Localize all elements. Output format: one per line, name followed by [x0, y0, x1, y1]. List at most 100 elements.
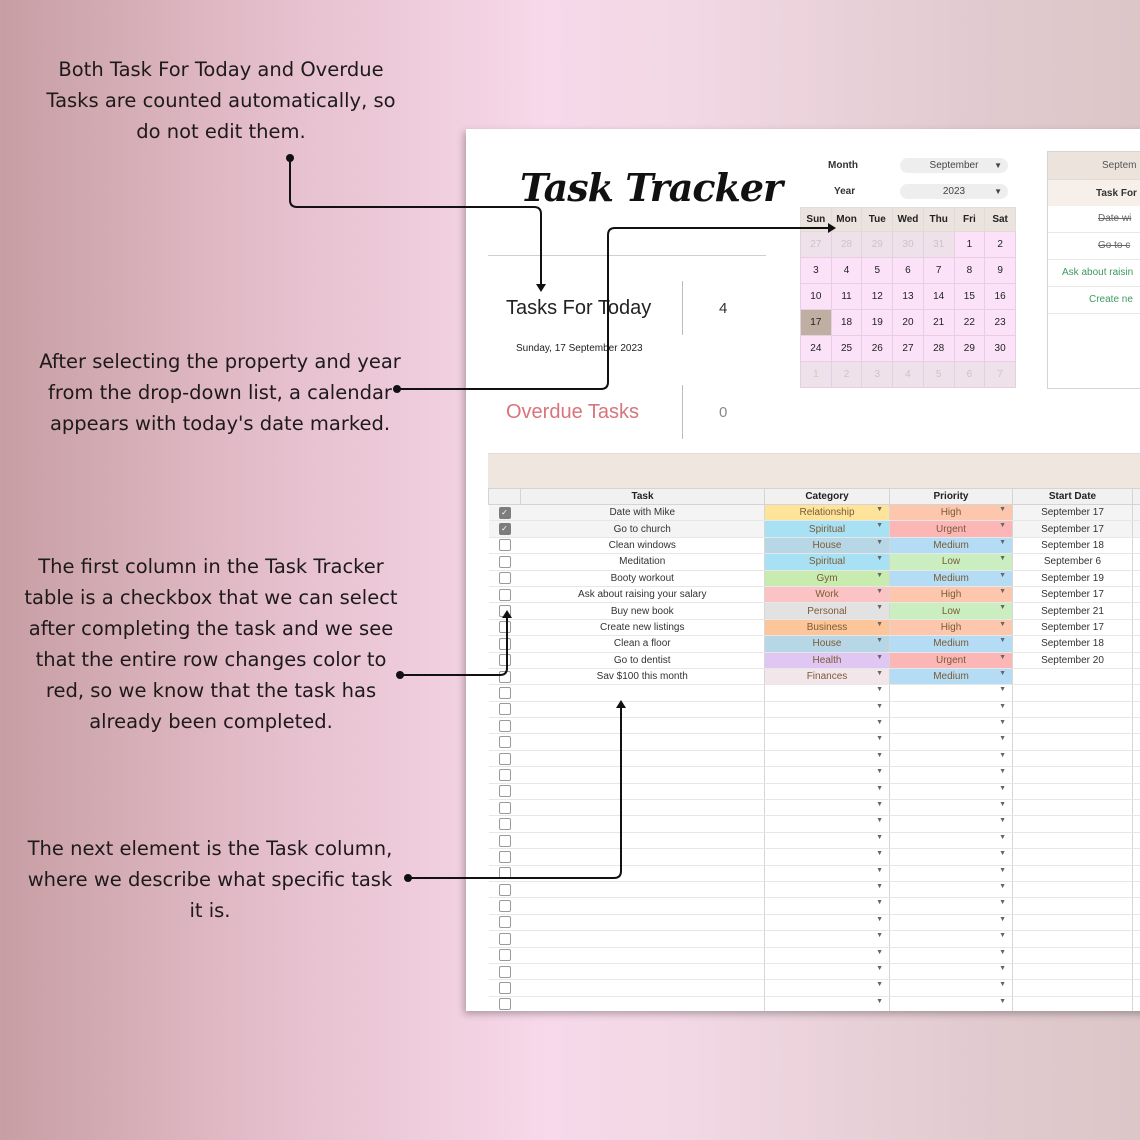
done-checkbox[interactable] — [498, 818, 511, 831]
next-column-cell[interactable] — [1132, 996, 1140, 1011]
start-date-cell[interactable]: September 17 — [1012, 504, 1133, 522]
category-dropdown[interactable]: Finances▼ — [764, 668, 890, 686]
start-date-cell[interactable] — [1012, 668, 1133, 686]
next-column-cell[interactable] — [1132, 504, 1140, 522]
task-cell[interactable] — [520, 947, 765, 964]
start-date-cell[interactable] — [1012, 848, 1133, 866]
done-checkbox[interactable] — [498, 572, 511, 585]
done-checkbox[interactable]: ✓ — [498, 523, 511, 536]
done-checkbox[interactable] — [498, 736, 511, 749]
next-column-cell[interactable] — [1132, 537, 1140, 555]
next-column-cell[interactable] — [1132, 914, 1140, 932]
next-column-cell[interactable] — [1132, 553, 1140, 571]
priority-dropdown[interactable]: Urgent▼ — [889, 652, 1013, 669]
priority-dropdown[interactable]: ▼ — [889, 865, 1013, 882]
next-column-cell[interactable] — [1132, 930, 1140, 948]
priority-dropdown[interactable]: ▼ — [889, 947, 1013, 964]
priority-dropdown[interactable]: ▼ — [889, 996, 1013, 1011]
done-checkbox[interactable] — [498, 965, 511, 978]
year-dropdown[interactable]: 2023 ▼ — [900, 184, 1008, 199]
priority-dropdown[interactable]: ▼ — [889, 881, 1013, 899]
priority-dropdown[interactable]: ▼ — [889, 979, 1013, 997]
priority-dropdown[interactable]: ▼ — [889, 750, 1013, 768]
task-cell[interactable] — [520, 799, 765, 817]
priority-dropdown[interactable]: Low▼ — [889, 553, 1013, 571]
priority-dropdown[interactable]: ▼ — [889, 717, 1013, 735]
next-column-cell[interactable] — [1132, 586, 1140, 604]
task-cell[interactable] — [520, 684, 765, 702]
category-dropdown[interactable]: Relationship▼ — [764, 504, 890, 522]
priority-dropdown[interactable]: Medium▼ — [889, 668, 1013, 686]
done-checkbox[interactable] — [498, 654, 511, 667]
task-cell[interactable] — [520, 701, 765, 719]
priority-dropdown[interactable]: ▼ — [889, 799, 1013, 817]
done-checkbox[interactable] — [498, 900, 511, 913]
start-date-cell[interactable]: September 21 — [1012, 602, 1133, 620]
task-cell[interactable]: Booty workout — [520, 570, 765, 587]
category-dropdown[interactable]: ▼ — [764, 684, 890, 702]
task-cell[interactable] — [520, 766, 765, 784]
task-cell[interactable] — [520, 717, 765, 735]
category-dropdown[interactable]: ▼ — [764, 832, 890, 850]
next-column-cell[interactable] — [1132, 897, 1140, 915]
start-date-cell[interactable] — [1012, 799, 1133, 817]
start-date-cell[interactable] — [1012, 914, 1133, 932]
start-date-cell[interactable] — [1012, 815, 1133, 833]
category-dropdown[interactable]: Spiritual▼ — [764, 553, 890, 571]
next-column-cell[interactable] — [1132, 799, 1140, 817]
start-date-cell[interactable] — [1012, 963, 1133, 981]
start-date-cell[interactable]: September 6 — [1012, 553, 1133, 571]
priority-dropdown[interactable]: Low▼ — [889, 602, 1013, 620]
done-checkbox[interactable] — [498, 834, 511, 847]
category-dropdown[interactable]: ▼ — [764, 701, 890, 719]
start-date-cell[interactable] — [1012, 881, 1133, 899]
start-date-cell[interactable] — [1012, 783, 1133, 801]
next-column-cell[interactable] — [1132, 848, 1140, 866]
start-date-cell[interactable]: September 17 — [1012, 586, 1133, 604]
next-column-cell[interactable] — [1132, 783, 1140, 801]
done-checkbox[interactable] — [498, 867, 511, 880]
next-column-cell[interactable] — [1132, 963, 1140, 981]
start-date-cell[interactable]: September 19 — [1012, 570, 1133, 587]
task-cell[interactable]: Create new listings — [520, 619, 765, 637]
category-dropdown[interactable]: Spiritual▼ — [764, 520, 890, 538]
start-date-cell[interactable] — [1012, 979, 1133, 997]
priority-dropdown[interactable]: High▼ — [889, 586, 1013, 604]
priority-dropdown[interactable]: ▼ — [889, 701, 1013, 719]
start-date-cell[interactable]: September 18 — [1012, 537, 1133, 555]
done-checkbox[interactable] — [498, 670, 511, 683]
priority-dropdown[interactable]: ▼ — [889, 930, 1013, 948]
task-cell[interactable] — [520, 930, 765, 948]
task-cell[interactable]: Clean a floor — [520, 635, 765, 653]
next-column-cell[interactable] — [1132, 619, 1140, 637]
task-cell[interactable]: Buy new book — [520, 602, 765, 620]
next-column-cell[interactable] — [1132, 520, 1140, 538]
next-column-cell[interactable] — [1132, 701, 1140, 719]
category-dropdown[interactable]: ▼ — [764, 865, 890, 882]
task-cell[interactable] — [520, 865, 765, 882]
done-checkbox[interactable] — [498, 916, 511, 929]
done-checkbox[interactable] — [498, 801, 511, 814]
done-checkbox[interactable] — [498, 998, 511, 1011]
category-dropdown[interactable]: ▼ — [764, 815, 890, 833]
task-cell[interactable] — [520, 733, 765, 751]
next-column-cell[interactable] — [1132, 947, 1140, 964]
next-column-cell[interactable] — [1132, 684, 1140, 702]
task-cell[interactable]: Ask about raising your salary — [520, 586, 765, 604]
start-date-cell[interactable] — [1012, 832, 1133, 850]
category-dropdown[interactable]: ▼ — [764, 897, 890, 915]
task-cell[interactable] — [520, 897, 765, 915]
priority-dropdown[interactable]: ▼ — [889, 783, 1013, 801]
done-checkbox[interactable] — [498, 932, 511, 945]
start-date-cell[interactable]: September 20 — [1012, 652, 1133, 669]
start-date-cell[interactable]: September 17 — [1012, 619, 1133, 637]
category-dropdown[interactable]: ▼ — [764, 947, 890, 964]
done-checkbox[interactable] — [498, 555, 511, 568]
task-cell[interactable] — [520, 848, 765, 866]
done-checkbox[interactable] — [498, 850, 511, 863]
start-date-cell[interactable] — [1012, 733, 1133, 751]
category-dropdown[interactable]: ▼ — [764, 881, 890, 899]
done-checkbox[interactable] — [498, 883, 511, 896]
next-column-cell[interactable] — [1132, 815, 1140, 833]
category-dropdown[interactable]: Health▼ — [764, 652, 890, 669]
